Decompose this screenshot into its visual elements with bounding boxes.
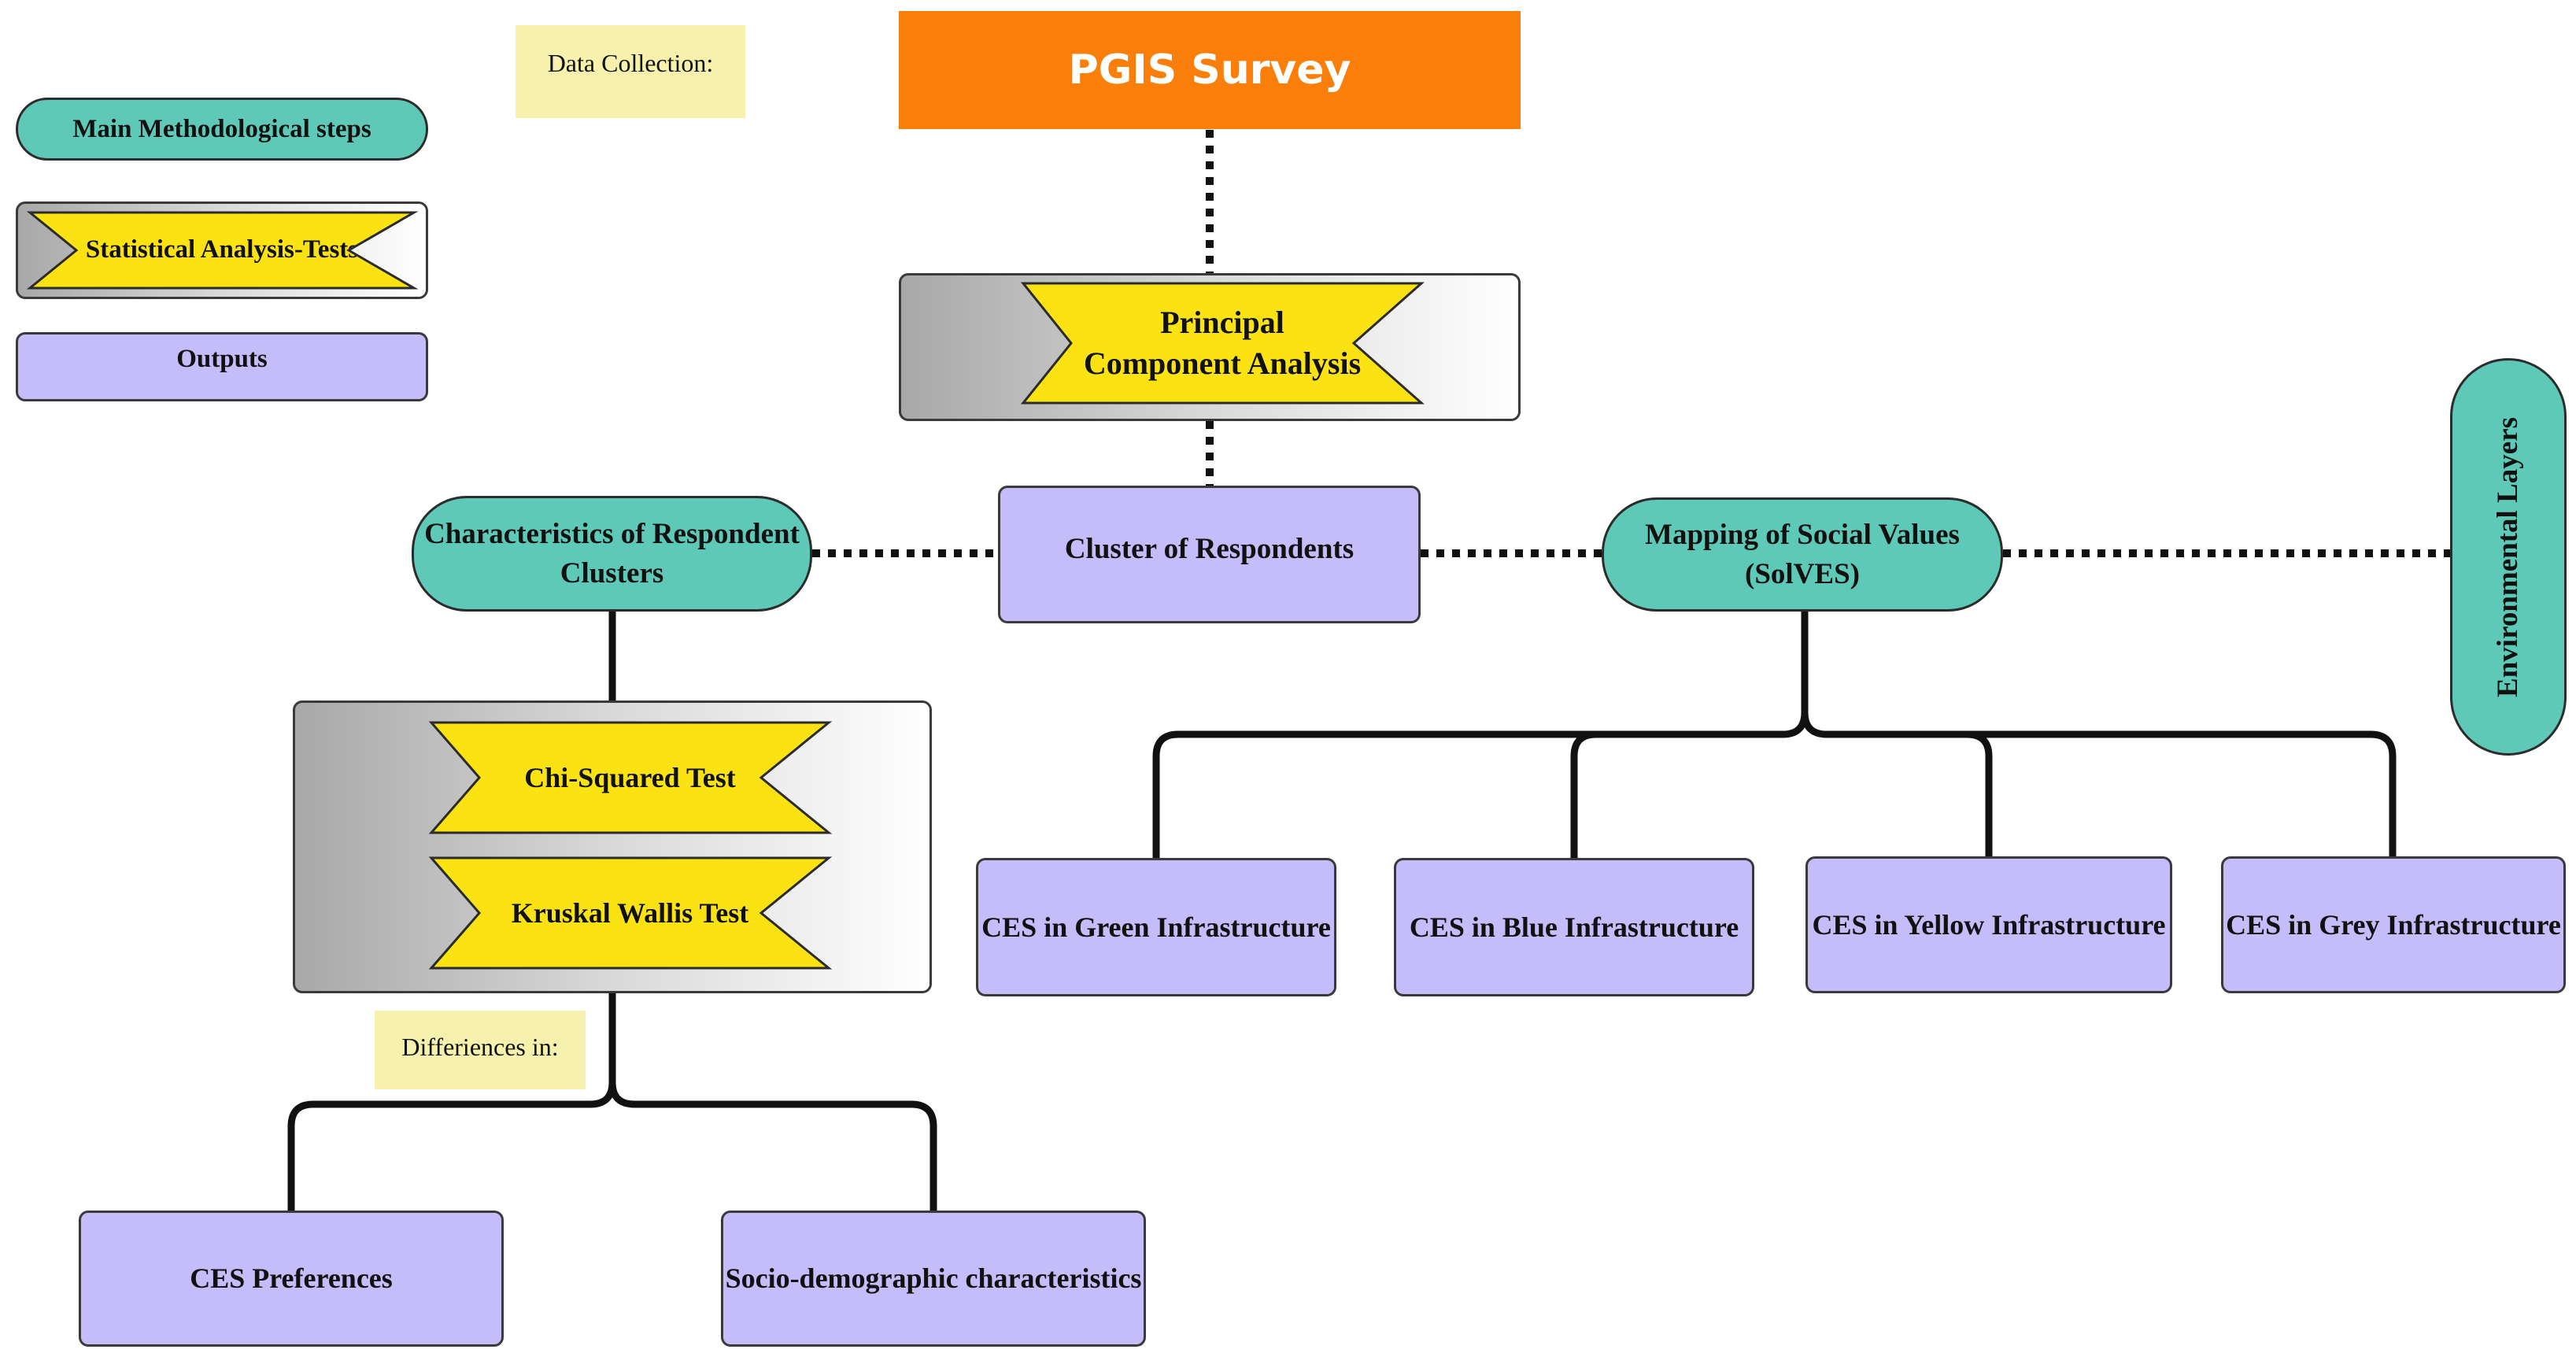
ces-green-label: CES in Green Infrastructure: [981, 911, 1331, 943]
legend-outputs: Outputs: [16, 332, 428, 401]
ces-grey-label: CES in Grey Infrastructure: [2226, 908, 2561, 941]
ces-blue-infrastructure: CES in Blue Infrastructure: [1394, 858, 1754, 996]
legend-statistical-tests-label: Statistical Analysis-Tests: [85, 235, 359, 264]
environmental-layers-label: Environmental Layers: [2492, 416, 2525, 697]
mapping-social-values: Mapping of Social Values (SolVES): [1602, 497, 2003, 612]
legend-main-steps: Main Methodological steps: [16, 98, 428, 161]
note-differences-in: Differiences in:: [375, 1011, 586, 1089]
cluster-of-respondents: Cluster of Respondents: [998, 486, 1421, 623]
chi-squared-label: Chi-Squared Test: [524, 762, 736, 793]
ces-green-infrastructure: CES in Green Infrastructure: [976, 858, 1336, 996]
socio-demographic-label: Socio-demographic characteristics: [725, 1262, 1142, 1295]
ces-yellow-infrastructure: CES in Yellow Infrastructure: [1805, 856, 2172, 993]
mapping-social-values-label: Mapping of Social Values (SolVES): [1645, 518, 1960, 590]
ces-yellow-label: CES in Yellow Infrastructure: [1812, 908, 2166, 941]
pgis-survey-title: PGIS Survey: [899, 11, 1521, 129]
legend-outputs-label: Outputs: [176, 345, 268, 373]
legend-main-steps-label: Main Methodological steps: [72, 114, 371, 143]
pgis-survey-label: PGIS Survey: [1068, 46, 1351, 94]
characteristics-of-clusters-label: Characteristics of Respondent Clusters: [424, 517, 800, 590]
ces-blue-label: CES in Blue Infrastructure: [1409, 911, 1739, 943]
cluster-of-respondents-label: Cluster of Respondents: [1064, 533, 1355, 565]
connector-tests-outputs: [287, 993, 937, 1211]
ces-grey-infrastructure: CES in Grey Infrastructure: [2221, 856, 2566, 993]
environmental-layers: Environmental Layers: [2450, 358, 2567, 756]
connector-mapping-infrastructures: [1152, 612, 2397, 858]
ces-preferences-label: CES Preferences: [190, 1262, 393, 1295]
note-data-collection-text: Data Collection:: [547, 49, 714, 77]
kruskal-wallis-label: Kruskal Wallis Test: [511, 897, 749, 929]
note-differences-in-text: Differiences in:: [401, 1033, 559, 1061]
ces-preferences: CES Preferences: [79, 1211, 504, 1347]
socio-demographic: Socio-demographic characteristics: [721, 1211, 1146, 1347]
note-data-collection: Data Collection:: [516, 25, 745, 118]
characteristics-of-clusters: Characteristics of Respondent Clusters: [412, 496, 812, 612]
pca-label: Principal Component Analysis: [1083, 305, 1362, 381]
